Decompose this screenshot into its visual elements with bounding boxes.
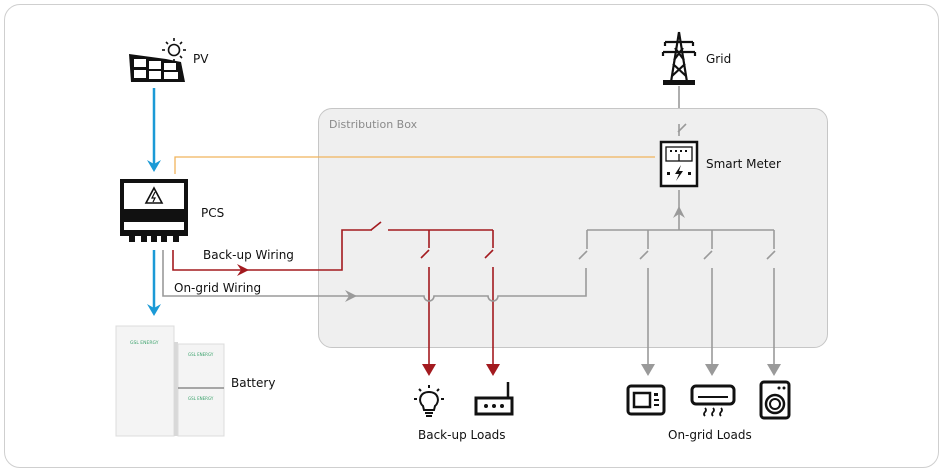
inverter-icon	[120, 179, 188, 242]
ongrid-wiring	[162, 86, 776, 366]
light-bulb-icon	[414, 385, 444, 417]
dc-line-pv-to-pcs	[147, 88, 161, 172]
ongrid-load-arrow-3	[767, 364, 781, 376]
battery-label: Battery	[231, 376, 276, 390]
meter-feed-arrow	[673, 206, 685, 218]
ongrid-load-arrow-1	[641, 364, 655, 376]
backup-load-arrow-2	[486, 364, 500, 376]
router-icon	[474, 382, 514, 416]
pcs-label: PCS	[201, 206, 225, 220]
transmission-tower-icon	[661, 31, 697, 85]
solar-panel-icon	[129, 38, 186, 82]
backup-wiring-label: Back-up Wiring	[203, 248, 294, 262]
grid-label: Grid	[706, 52, 732, 66]
battery-cabinet-icon: GSL ENERGY GSL ENERGY GSL ENERGY	[115, 325, 225, 437]
ongrid-load-arrow-2	[705, 364, 719, 376]
washing-machine-icon	[759, 380, 791, 420]
smart-meter-label: Smart Meter	[706, 157, 781, 171]
backup-wiring-arrow	[237, 264, 249, 276]
ongrid-wiring-arrow	[345, 290, 357, 302]
ongrid-wiring-label: On-grid Wiring	[174, 281, 262, 295]
backup-load-arrow-1	[422, 364, 436, 376]
distribution-box-label: Distribution Box	[329, 118, 418, 131]
ongrid-loads-label: On-grid Loads	[668, 428, 752, 442]
pv-label: PV	[193, 52, 209, 66]
smart-meter-icon	[659, 140, 699, 188]
air-conditioner-icon	[690, 384, 736, 417]
backup-loads-label: Back-up Loads	[418, 428, 506, 442]
backup-wiring	[172, 221, 494, 366]
battery-brand-text: GSL ENERGY	[188, 396, 214, 401]
dc-line-pcs-to-battery	[147, 250, 161, 316]
comm-line-pcs-to-meter	[174, 156, 655, 174]
battery-brand-text: GSL ENERGY	[188, 352, 214, 357]
battery-brand-text: GSL ENERGY	[130, 340, 159, 346]
distribution-box: Distribution Box	[318, 108, 828, 348]
microwave-icon	[626, 384, 666, 416]
